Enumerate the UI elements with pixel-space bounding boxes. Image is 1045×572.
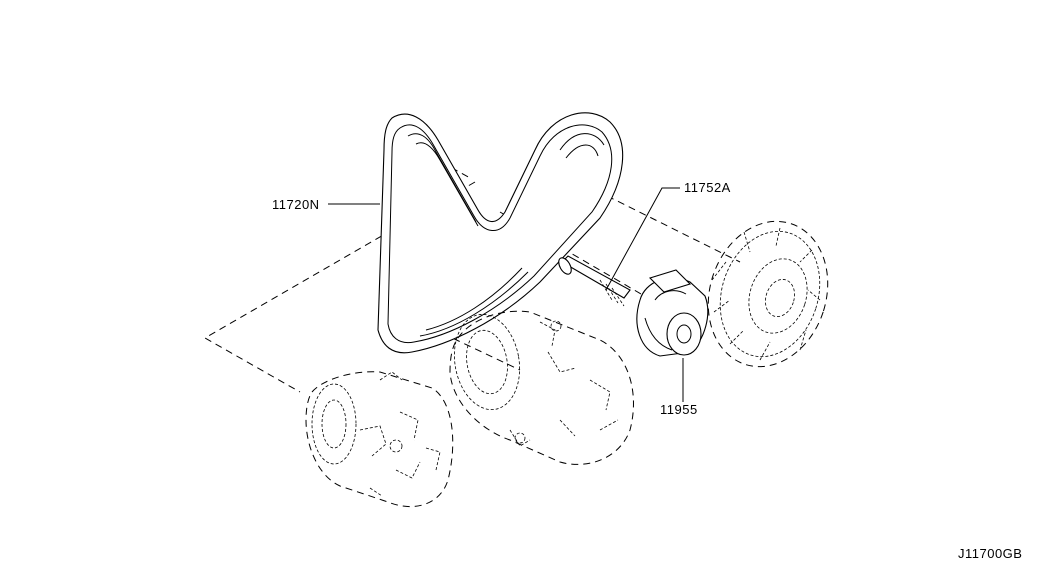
leader-lines <box>328 187 684 402</box>
label-tensioner-part-number: 11955 <box>660 402 698 417</box>
belt-tensioner <box>636 269 709 357</box>
bolt <box>558 255 631 307</box>
label-belt-part-number: 11720N <box>272 197 320 212</box>
drive-belt <box>377 112 624 354</box>
crankshaft-pulley <box>707 220 829 368</box>
ac-compressor <box>449 310 634 465</box>
alternator <box>305 371 454 508</box>
diagram-code: J11700GB <box>958 546 1022 561</box>
label-bolt-part-number: 11752A <box>684 180 731 195</box>
